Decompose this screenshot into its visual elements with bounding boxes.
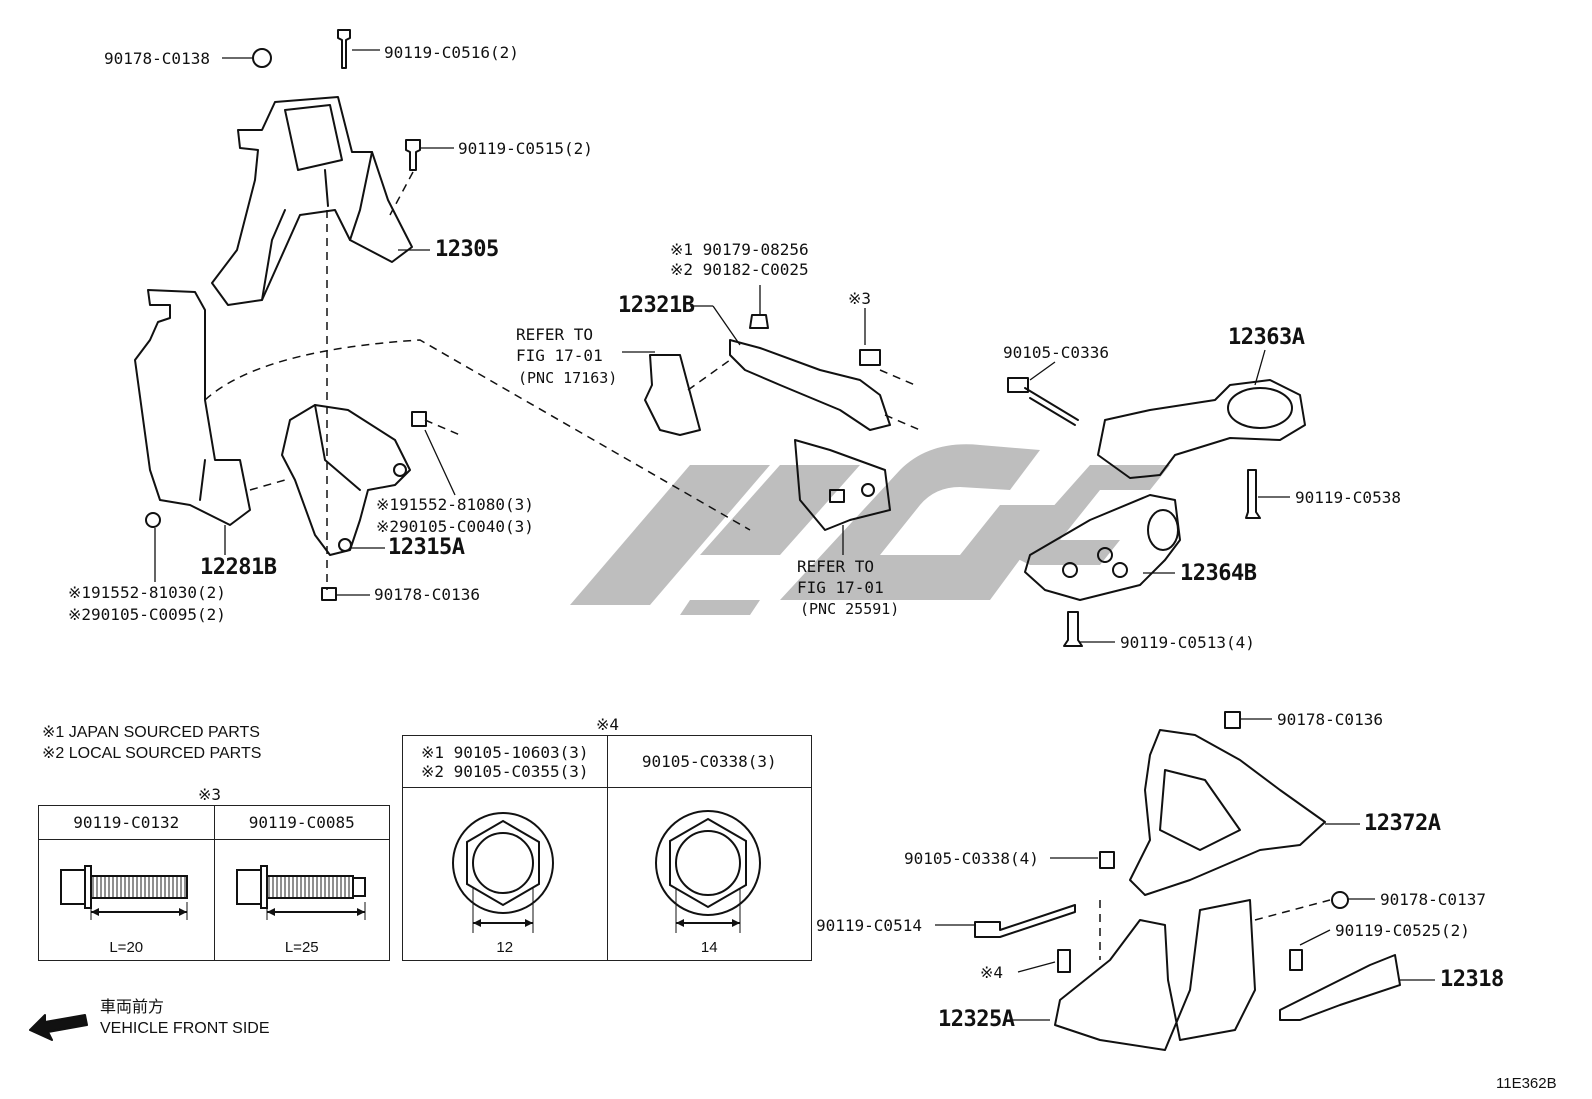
link-12321b-drawing xyxy=(729,314,891,431)
nut-12-drawing xyxy=(452,812,554,933)
rod-12363a-drawing xyxy=(1007,377,1306,519)
table4-cell1: 12 xyxy=(402,787,608,961)
label-mark4: ※4 xyxy=(980,963,1004,982)
table3-dim2: L=25 xyxy=(284,939,319,956)
leader-91552-81080 xyxy=(424,429,456,496)
mount-12305-drawing xyxy=(211,29,413,306)
label-90119-c0514: 90119-C0514 xyxy=(816,916,922,935)
label-mark3: ※3 xyxy=(848,289,872,308)
label-90178-c0138: 90178-C0138 xyxy=(104,49,210,68)
label-90119-c0515: 90119-C0515(2) xyxy=(458,139,593,158)
leader-12363a xyxy=(1254,349,1266,386)
label-90105-c0095: ※290105-C0095(2) xyxy=(68,605,226,624)
label-12372a: 12372A xyxy=(1364,811,1441,836)
leader-mark4 xyxy=(1017,961,1056,973)
label-90119-c0513: 90119-C0513(4) xyxy=(1120,633,1255,652)
table4-dim2: 14 xyxy=(700,939,718,956)
table4-col1-line1: ※1 90105-10603(3) xyxy=(420,742,589,762)
label-90119-c0516: 90119-C0516(2) xyxy=(384,43,519,62)
label-90119-c0525: 90119-C0525(2) xyxy=(1335,921,1470,940)
vehicle-front-en: VEHICLE FRONT SIDE xyxy=(100,1020,270,1037)
table4: ※1 90105-10603(3) ※2 90105-C0355(3) 9010… xyxy=(402,735,812,961)
table3-col1-header: 90119-C0132 xyxy=(38,805,215,840)
label-90119-c0538: 90119-C0538 xyxy=(1295,488,1401,507)
bolt-l25-drawing xyxy=(235,865,366,920)
table4-col1-line2: ※2 90105-C0355(3) xyxy=(420,761,589,781)
leader-90105-c0336 xyxy=(1029,361,1056,381)
bracket-12364b-drawing xyxy=(1024,494,1181,647)
label-91552-81030: ※191552-81030(2) xyxy=(68,583,226,602)
refer-bracket-2-drawing xyxy=(794,439,891,531)
label-12305: 12305 xyxy=(435,237,499,262)
label-12321b: 12321B xyxy=(618,293,695,318)
label-90178-c0136-b: 90178-C0136 xyxy=(1277,710,1383,729)
label-90105-c0338: 90105-C0338(4) xyxy=(904,849,1039,868)
leader-90119-c0525 xyxy=(1299,929,1331,946)
label-90105-c0336: 90105-C0336 xyxy=(1003,343,1109,362)
vehicle-front-jp: 車両前方 xyxy=(100,999,165,1016)
watermark-logo xyxy=(570,444,1170,615)
refer1-line1: REFER TO xyxy=(516,325,594,344)
dashed-lead-mount-outline xyxy=(204,339,751,531)
label-12318: 12318 xyxy=(1440,967,1504,992)
dashed-lead-12321b-bolt xyxy=(879,369,916,386)
label-12281b: 12281B xyxy=(200,555,277,580)
bracket-12281b-drawing xyxy=(134,289,251,528)
bracket-12318-drawing xyxy=(1279,891,1401,1021)
mount-12315a-drawing xyxy=(281,404,427,601)
label-90178-c0137: 90178-C0137 xyxy=(1380,890,1486,909)
nut-14-drawing xyxy=(654,810,761,933)
label-12315a: 12315A xyxy=(388,535,465,560)
label-90182-c0025: ※2 90182-C0025 xyxy=(670,260,809,279)
table3: 90119-C0132 90119-C0085 L=20 xyxy=(38,805,390,961)
mount-12372a-drawing xyxy=(1099,711,1326,896)
diagram-code: 11E362B xyxy=(1496,1075,1557,1092)
label-90105-c0040: ※290105-C0040(3) xyxy=(376,517,534,536)
bolt-l20-drawing xyxy=(60,865,188,920)
table3-col2-header: 90119-C0085 xyxy=(213,805,390,840)
refer2-line3: (PNC 25591) xyxy=(800,600,900,618)
note-japan-sourced: ※1 JAPAN SOURCED PARTS xyxy=(42,724,260,741)
label-91552-81080: ※191552-81080(3) xyxy=(376,495,534,514)
table3-title: ※3 xyxy=(198,785,222,804)
table4-cell2: 14 xyxy=(606,787,812,961)
refer2-line2: FIG 17-01 xyxy=(797,578,884,597)
refer1-line2: FIG 17-01 xyxy=(516,346,603,365)
leader-12321b-b xyxy=(712,305,741,346)
label-90179-08256: ※1 90179-08256 xyxy=(670,240,809,259)
dashed-lead-12321b-lower xyxy=(884,414,921,431)
dashed-lead-12318 xyxy=(1254,899,1331,921)
refer2-line1: REFER TO xyxy=(797,557,875,576)
label-12364b: 12364B xyxy=(1180,561,1257,586)
table3-cell2: L=25 xyxy=(213,839,390,961)
label-12363a: 12363A xyxy=(1228,325,1305,350)
table3-cell1: L=20 xyxy=(38,839,215,961)
vehicle-front-arrow xyxy=(29,1014,88,1041)
table4-dim1: 12 xyxy=(496,939,514,956)
table4-title: ※4 xyxy=(596,715,620,734)
label-12325a: 12325A xyxy=(938,1007,1015,1032)
refer1-line3: (PNC 17163) xyxy=(518,369,618,387)
bracket-12325a-drawing xyxy=(974,899,1256,1051)
table4-col2-header: 90105-C0338(3) xyxy=(606,735,812,788)
dashed-lead-12321b xyxy=(687,359,731,391)
note-local-sourced: ※2 LOCAL SOURCED PARTS xyxy=(42,745,262,762)
table3-dim1: L=20 xyxy=(109,939,144,956)
dashed-lead-bolt-12315 xyxy=(424,419,461,436)
label-90178-c0136-a: 90178-C0136 xyxy=(374,585,480,604)
dashed-lead-12281b xyxy=(249,479,286,491)
table4-col1-header: ※1 90105-10603(3) ※2 90105-C0355(3) xyxy=(402,735,608,788)
refer-bracket-1-drawing xyxy=(644,354,701,436)
bolt-90119-c0515-drawing xyxy=(405,139,421,171)
